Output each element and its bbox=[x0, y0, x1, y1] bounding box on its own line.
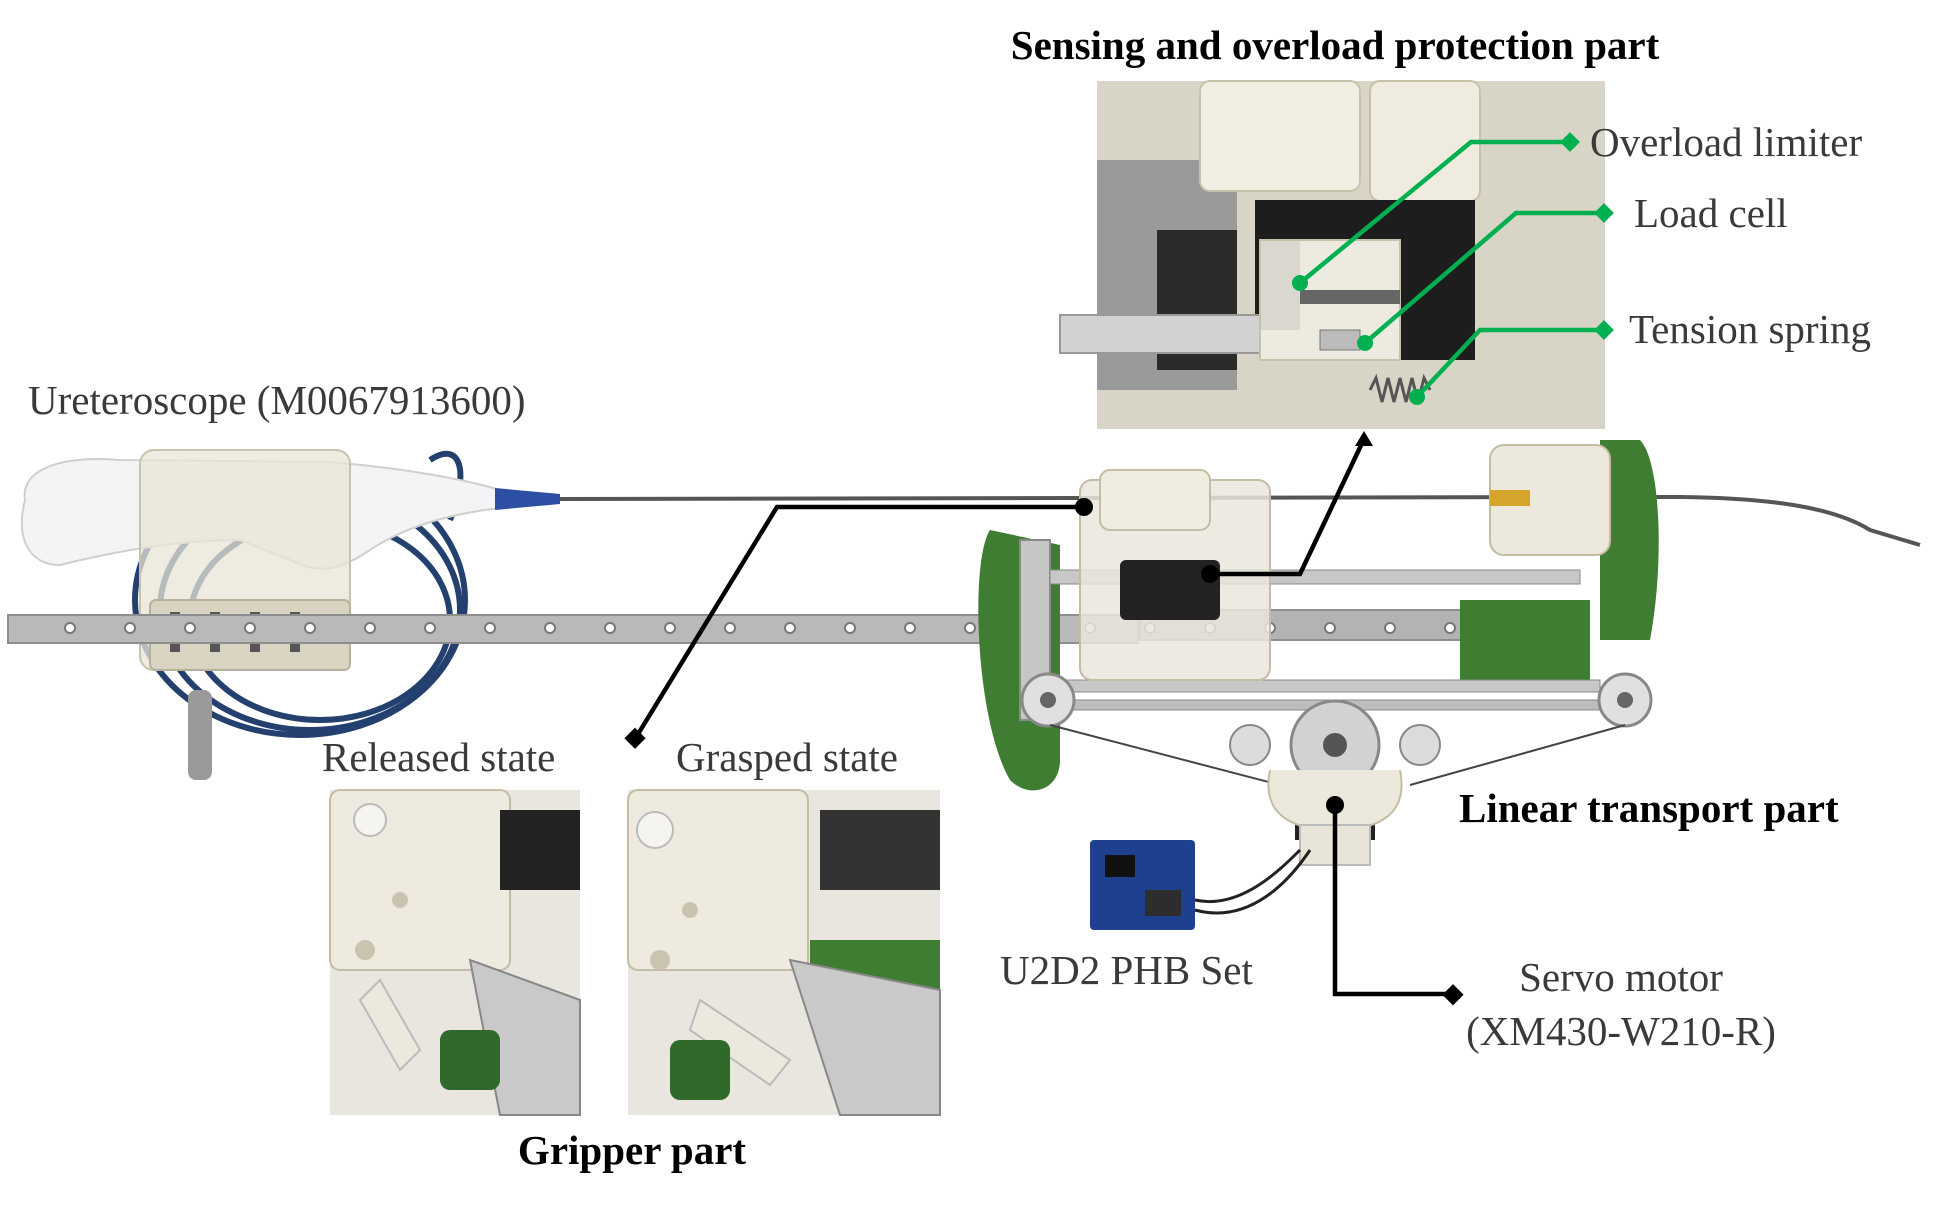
grasped-state-label: Grasped state bbox=[676, 734, 898, 780]
rail-hole bbox=[124, 622, 136, 634]
servo-callout-dot bbox=[1326, 796, 1344, 814]
rail-hole bbox=[724, 622, 736, 634]
rail-hole bbox=[544, 622, 556, 634]
scope-strain-relief bbox=[495, 488, 560, 510]
black-callout-markers bbox=[624, 431, 1464, 1006]
u2d2-label: U2D2 PHB Set bbox=[1000, 947, 1253, 993]
servo-callout-line bbox=[1332, 805, 1453, 997]
servo-callout-diamond bbox=[1442, 984, 1464, 1006]
released-state-label: Released state bbox=[322, 734, 556, 780]
gripper-callout-dot bbox=[1075, 498, 1093, 516]
load-cell-diamond bbox=[1594, 203, 1614, 223]
released-state-photo bbox=[329, 789, 581, 1116]
rail-hole bbox=[184, 622, 196, 634]
u2d2-board bbox=[1090, 840, 1312, 930]
black-callouts bbox=[633, 438, 1453, 997]
servo-model-label: (XM430-W210-R) bbox=[1466, 1008, 1776, 1054]
tension-spring-diamond bbox=[1594, 320, 1614, 340]
sensing-callout-dot bbox=[1201, 565, 1219, 583]
rail-hole bbox=[964, 622, 976, 634]
rail-hole bbox=[484, 622, 496, 634]
tension-spring-label: Tension spring bbox=[1629, 306, 1871, 352]
linear-rail bbox=[7, 609, 1581, 644]
rail-hole bbox=[664, 622, 676, 634]
rail-hole bbox=[904, 622, 916, 634]
rail-hole bbox=[844, 622, 856, 634]
grasped-state-photo bbox=[627, 789, 941, 1116]
rail-hole bbox=[424, 622, 436, 634]
gripper-callout-diamond bbox=[624, 727, 646, 749]
rail-hole bbox=[1384, 622, 1396, 634]
tension-spring-dot bbox=[1409, 389, 1425, 405]
gripper-part-label: Gripper part bbox=[517, 1127, 747, 1173]
sensing-callout-arrow bbox=[1355, 431, 1373, 446]
rail-hole bbox=[784, 622, 796, 634]
rail-hole bbox=[604, 622, 616, 634]
rail-hole bbox=[244, 622, 256, 634]
sensing-title: Sensing and overload protection part bbox=[1010, 22, 1660, 68]
frame-green-right-bottom bbox=[1460, 600, 1590, 690]
frame-green-right-top bbox=[1600, 440, 1659, 640]
overload-limiter-label: Overload limiter bbox=[1590, 119, 1863, 165]
rail-hole bbox=[1444, 622, 1456, 634]
scope-shaft bbox=[559, 495, 1921, 547]
green-callout-markers bbox=[1292, 132, 1614, 405]
load-cell-dot bbox=[1357, 335, 1373, 351]
rail-hole bbox=[1324, 622, 1336, 634]
rail-hole bbox=[64, 622, 76, 634]
rail-hole bbox=[364, 622, 376, 634]
load-cell-label: Load cell bbox=[1634, 190, 1788, 236]
rail-hole bbox=[304, 622, 316, 634]
gripper-callout-line bbox=[633, 504, 1084, 741]
load-cell-callout-line bbox=[1363, 210, 1604, 345]
overload-limiter-dot bbox=[1292, 275, 1308, 291]
overload-limiter-diamond bbox=[1560, 132, 1580, 152]
linear-transport-label: Linear transport part bbox=[1459, 785, 1839, 831]
servo-motor-label: Servo motor bbox=[1519, 954, 1723, 1000]
ureteroscope-label: Ureteroscope (M0067913600) bbox=[28, 377, 526, 423]
connector-plug bbox=[188, 690, 212, 780]
sensing-callout-line bbox=[1210, 438, 1367, 577]
linear-transport-frame bbox=[978, 440, 1659, 866]
tension-spring-callout-line bbox=[1415, 327, 1604, 399]
green-callouts bbox=[1298, 139, 1604, 399]
sensing-inset-photo bbox=[1059, 80, 1605, 429]
overload-limiter-callout-line bbox=[1298, 139, 1570, 285]
